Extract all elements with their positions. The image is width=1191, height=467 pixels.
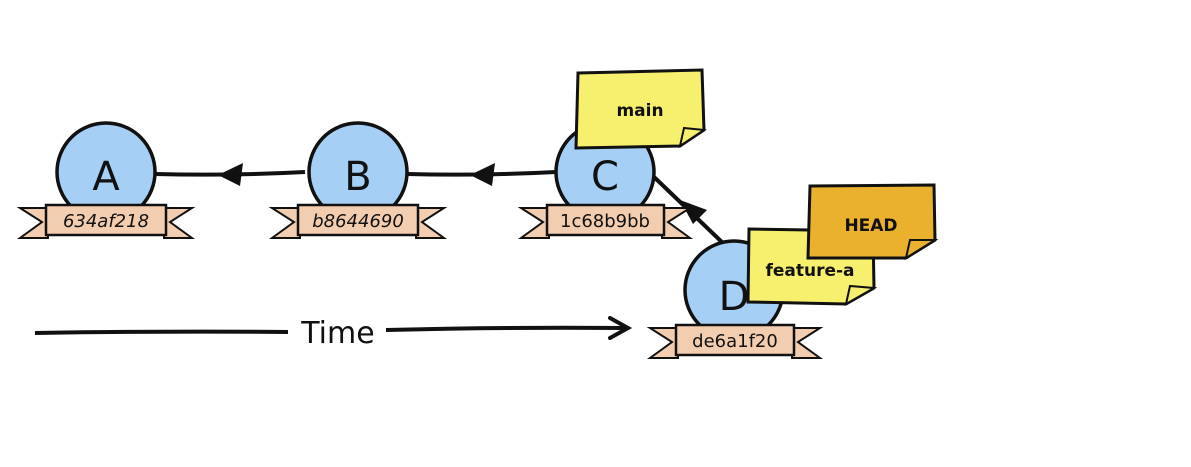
note-fold bbox=[844, 284, 878, 306]
commit-label: B bbox=[344, 154, 371, 200]
arrow-right-icon bbox=[608, 316, 633, 340]
note-fold bbox=[678, 126, 707, 149]
branch-note-main[interactable]: main bbox=[574, 68, 707, 150]
hash-ribbon bbox=[646, 323, 824, 359]
commit-a[interactable]: A 634af218 bbox=[16, 121, 196, 239]
arrow-head-icon bbox=[680, 200, 707, 224]
arrow-head-icon bbox=[470, 163, 495, 186]
hash-ribbon bbox=[16, 203, 196, 239]
commit-hash: 1c68b9bb bbox=[560, 211, 650, 232]
head-label: HEAD bbox=[844, 216, 897, 236]
edge-d-to-c bbox=[651, 174, 728, 248]
commit-hash: 634af218 bbox=[63, 211, 149, 232]
time-label: Time bbox=[300, 316, 374, 351]
time-axis-line-left bbox=[34, 329, 289, 335]
commit-hash: b8644690 bbox=[312, 211, 404, 232]
branch-name: feature-a bbox=[765, 261, 854, 281]
hash-ribbon bbox=[268, 203, 448, 239]
time-axis-line-right bbox=[385, 325, 626, 332]
arrow-head-icon bbox=[218, 163, 243, 186]
hash-ribbon bbox=[517, 203, 694, 239]
commit-label: D bbox=[719, 274, 750, 320]
head-note[interactable]: HEAD bbox=[806, 183, 939, 261]
commit-hash: de6a1f20 bbox=[692, 331, 778, 352]
commit-b[interactable]: B b8644690 bbox=[268, 121, 448, 239]
note-fold bbox=[904, 239, 939, 261]
time-axis: Time bbox=[34, 316, 633, 351]
edge-c-to-b bbox=[406, 163, 557, 186]
commit-label: C bbox=[591, 154, 619, 200]
edge-b-to-a bbox=[154, 163, 306, 186]
commit-label: A bbox=[92, 154, 120, 200]
branch-name: main bbox=[616, 101, 663, 121]
